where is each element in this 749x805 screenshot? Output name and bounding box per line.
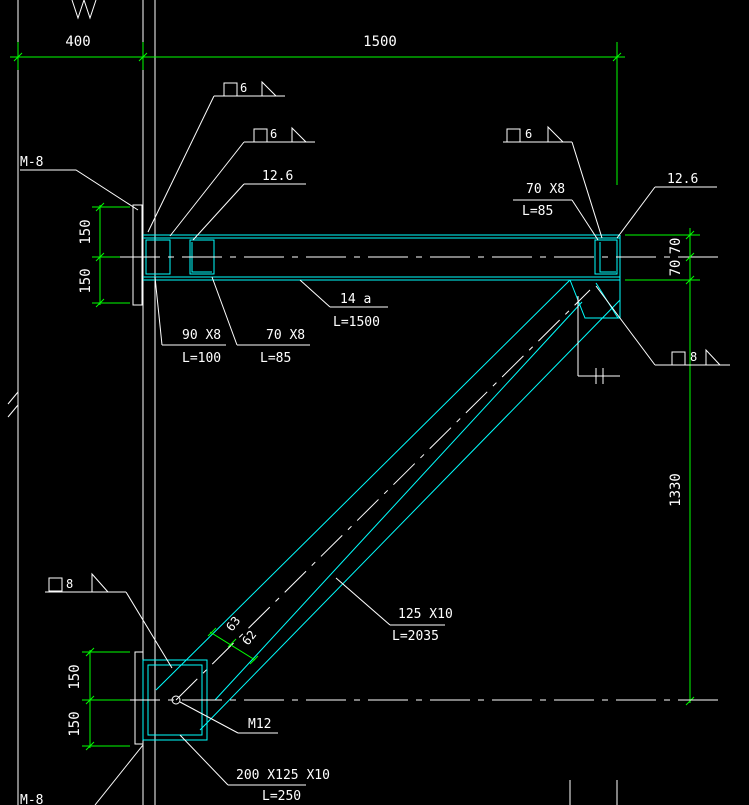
upper-left-dims [92, 202, 130, 308]
top-dimension [10, 42, 625, 185]
bottom-right-lines [569, 780, 618, 805]
angle-right-leader [513, 199, 599, 241]
angle-left2-size: 70 X8 [266, 328, 305, 343]
weld-symbol-right-lower [577, 285, 730, 384]
brace-size: 125 X10 [398, 607, 453, 622]
bolt-size-right: 12.6 [667, 172, 698, 187]
dim-400: 400 [65, 34, 90, 50]
bolt-hole [171, 695, 181, 705]
angle-right-size: 70 X8 [526, 182, 565, 197]
channel-leader [299, 279, 388, 308]
dim-1330: 1330 [668, 473, 684, 507]
brace-leader [335, 577, 445, 626]
brace-centerline [175, 289, 591, 701]
dim-70-a: 70 [668, 238, 684, 255]
diagonal-brace [155, 279, 621, 731]
plate-leader-top [20, 169, 139, 211]
dim-1500: 1500 [363, 34, 397, 50]
angle-left2-len: L=85 [260, 351, 291, 366]
bolt-leader-right [616, 186, 717, 239]
brace-len: L=2035 [392, 629, 439, 644]
plate-label-bottom: M-8 [20, 793, 43, 805]
base-len: L=250 [262, 789, 301, 804]
weld-right-top-size: 6 [525, 127, 532, 141]
base-size: 200 X125 X10 [236, 768, 330, 783]
angle-right-len: L=85 [522, 204, 553, 219]
bolt-bottom-size: M12 [248, 717, 271, 732]
weld-top-1-size: 6 [240, 81, 247, 95]
plate-label-top: M-8 [20, 155, 43, 170]
channel-len: L=1500 [333, 315, 380, 330]
bolt-leader-left [192, 183, 306, 241]
dim-150-lower-a: 150 [67, 664, 83, 689]
lower-left-dims [82, 647, 130, 751]
upper-embed-plate [132, 204, 143, 306]
dim-150-upper-b: 150 [78, 268, 94, 293]
brace-offset-dims [207, 627, 259, 665]
dim-70-b: 70 [668, 260, 684, 277]
weld-symbol-top-1 [147, 80, 285, 233]
channel-size: 14 a [340, 292, 371, 307]
weld-top-2-size: 6 [270, 127, 277, 141]
weld-symbol-top-2 [169, 126, 315, 237]
base-leader [179, 734, 306, 786]
brace-offset-b: 62 [239, 628, 259, 648]
dim-150-upper-a: 150 [78, 219, 94, 244]
bolt-bottom-leader [179, 701, 278, 734]
weld-symbol-bottom [45, 572, 173, 669]
dim-150-lower-b: 150 [67, 711, 83, 736]
angle-left1-len: L=100 [182, 351, 221, 366]
right-dims [625, 228, 700, 706]
bolt-size-left: 12.6 [262, 169, 293, 184]
weld-right-lower-size: 8 [690, 350, 697, 364]
angle-left-leaders [154, 276, 310, 346]
brace-offset-a: 63 [223, 614, 243, 634]
plate-leader-bottom [94, 744, 144, 805]
lower-embed-plate [134, 651, 144, 745]
weld-bottom-size: 8 [66, 577, 73, 591]
angle-left1-size: 90 X8 [182, 328, 221, 343]
weld-symbol-right-top [503, 125, 603, 239]
